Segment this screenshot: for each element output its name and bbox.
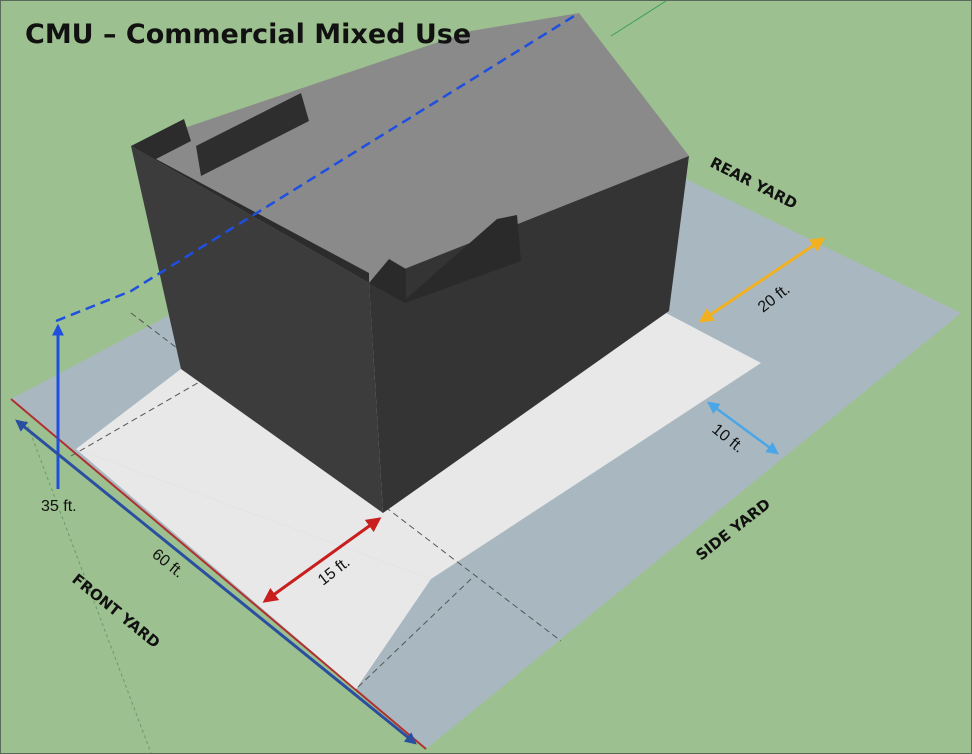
axis-line: [610, 1, 667, 37]
height-guide-dashed: [55, 11, 580, 323]
side-setback-arrow: [706, 401, 780, 455]
height-label: 35 ft.: [41, 498, 77, 515]
building-side-face: [369, 156, 689, 513]
rear-setback-arrow: [698, 237, 826, 323]
parapet-left: [131, 119, 369, 283]
lot-width-arrow: [15, 419, 417, 745]
building-roof: [131, 13, 689, 283]
diagram-title: CMU – Commercial Mixed Use: [25, 19, 471, 50]
parapet-notch: [369, 215, 521, 303]
front-setback-arrow: [262, 517, 382, 603]
parapet-back: [196, 93, 309, 176]
